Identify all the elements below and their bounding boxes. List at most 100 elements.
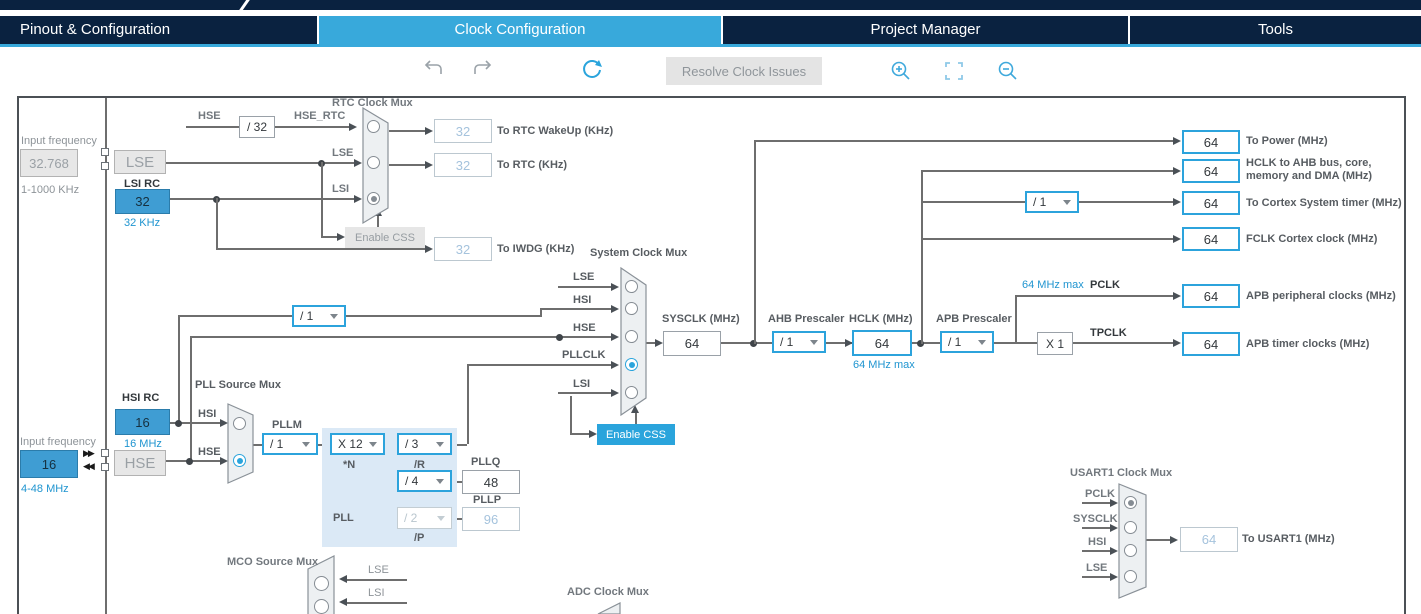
pll-q-dropdown[interactable]: / 4 bbox=[397, 470, 452, 492]
arrowhead bbox=[1110, 547, 1118, 555]
pll-n-dropdown[interactable]: X 12 bbox=[330, 433, 385, 455]
apb-prescaler-label: APB Prescaler bbox=[936, 313, 1012, 325]
refresh-icon[interactable] bbox=[580, 58, 604, 82]
arrowhead bbox=[589, 430, 597, 438]
arrowhead bbox=[339, 575, 347, 583]
wire bbox=[178, 315, 292, 317]
mco-mux-radio-lsi[interactable] bbox=[314, 599, 329, 614]
sys-mux-radio-lsi[interactable] bbox=[625, 386, 638, 399]
sys-mux-radio-lse[interactable] bbox=[625, 280, 638, 293]
pll-mux-radio-hsi[interactable] bbox=[233, 417, 246, 430]
tpclk-label: TPCLK bbox=[1090, 327, 1127, 339]
lse-box: LSE bbox=[114, 150, 166, 174]
rtc-mux-radio-hse-rtc[interactable] bbox=[367, 120, 380, 133]
rtc-lsi-input-label: LSI bbox=[332, 183, 350, 195]
hsi-rc-value-box[interactable]: 16 bbox=[115, 409, 170, 435]
arrowhead bbox=[611, 333, 619, 341]
fclk-value-box[interactable]: 64 bbox=[1182, 227, 1240, 251]
rail-pin bbox=[101, 449, 109, 457]
arrowhead bbox=[354, 195, 362, 203]
wire bbox=[1015, 295, 1175, 297]
rtc-label: To RTC (KHz) bbox=[497, 159, 568, 171]
arrowhead bbox=[1173, 235, 1181, 243]
bidir-arrow-left: ◀◀ bbox=[83, 461, 95, 471]
ahb-prescaler-value: / 1 bbox=[780, 335, 794, 349]
to-power-value-box[interactable]: 64 bbox=[1182, 130, 1240, 154]
hse-rtc-label: HSE_RTC bbox=[294, 110, 346, 122]
cortex-timer-value-box[interactable]: 64 bbox=[1182, 191, 1240, 215]
apb-peripheral-value-box[interactable]: 64 bbox=[1182, 284, 1240, 308]
tab-underline bbox=[0, 44, 1421, 47]
rail-pin bbox=[101, 162, 109, 170]
banner-slash bbox=[238, 0, 251, 13]
pll-r-dropdown[interactable]: / 3 bbox=[397, 433, 452, 455]
usart1-mux-radio-hsi[interactable] bbox=[1124, 544, 1137, 557]
zoom-out-icon[interactable] bbox=[997, 60, 1019, 82]
wire bbox=[1082, 502, 1112, 504]
chevron-down-icon bbox=[436, 478, 444, 484]
rtc-mux-radio-lsi[interactable] bbox=[367, 192, 380, 205]
pll-p-dropdown: / 2 bbox=[397, 507, 452, 529]
hclk-value-box[interactable]: 64 bbox=[852, 330, 912, 356]
hclk-ahb-value-box[interactable]: 64 bbox=[1182, 159, 1240, 183]
hse-input-frequency-label: Input frequency bbox=[20, 436, 96, 448]
sysclk-value-box[interactable]: 64 bbox=[663, 331, 721, 356]
sys-mux-radio-hse[interactable] bbox=[625, 330, 638, 343]
wire bbox=[186, 126, 239, 128]
pllp-label: PLLP bbox=[473, 494, 502, 506]
tab-clock-configuration[interactable]: Clock Configuration bbox=[319, 16, 721, 44]
cortex-timer-label: To Cortex System timer (MHz) bbox=[1246, 197, 1402, 209]
usart1-mux-radio-sysclk[interactable] bbox=[1124, 521, 1137, 534]
chevron-down-icon bbox=[437, 515, 445, 521]
arrowhead bbox=[611, 283, 619, 291]
apb-timer-value-box[interactable]: 64 bbox=[1182, 332, 1240, 356]
fit-to-screen-icon[interactable] bbox=[945, 62, 963, 80]
zoom-in-icon[interactable] bbox=[890, 60, 912, 82]
cortex-divider-dropdown[interactable]: / 1 bbox=[1025, 191, 1079, 213]
pllm-dropdown[interactable]: / 1 bbox=[262, 433, 318, 455]
lsi-rc-label: LSI RC bbox=[124, 178, 161, 190]
sys-enable-css-button[interactable]: Enable CSS bbox=[597, 424, 675, 445]
wire bbox=[346, 315, 540, 317]
arrowhead bbox=[1173, 167, 1181, 175]
hsi-divider-dropdown[interactable]: / 1 bbox=[292, 305, 346, 327]
chevron-down-icon bbox=[1063, 199, 1071, 205]
redo-icon[interactable] bbox=[472, 60, 492, 78]
tab-pinout-configuration[interactable]: Pinout & Configuration bbox=[0, 16, 317, 44]
apb-timer-label: APB timer clocks (MHz) bbox=[1246, 338, 1370, 350]
wire bbox=[558, 286, 614, 288]
apb-prescaler-dropdown[interactable]: / 1 bbox=[940, 331, 994, 353]
pllm-label: PLLM bbox=[272, 419, 302, 431]
chevron-down-icon bbox=[436, 441, 444, 447]
pllq-value-box[interactable]: 48 bbox=[462, 470, 520, 494]
hclk-ahb-label-line1: HCLK to AHB bus, core, bbox=[1246, 157, 1372, 169]
wire bbox=[452, 481, 462, 483]
resolve-clock-issues-button[interactable]: Resolve Clock Issues bbox=[666, 57, 822, 85]
wire bbox=[452, 518, 462, 520]
lsi-rc-value-box[interactable]: 32 bbox=[115, 189, 170, 214]
tab-project-manager[interactable]: Project Manager bbox=[723, 16, 1128, 44]
arrowhead bbox=[425, 127, 433, 135]
pll-p-label: /P bbox=[414, 532, 425, 544]
usart1-mux-radio-pclk[interactable] bbox=[1124, 496, 1137, 509]
mco-mux-radio-lse[interactable] bbox=[314, 576, 329, 591]
rtc-mux-radio-lse[interactable] bbox=[367, 156, 380, 169]
sys-mux-radio-hsi[interactable] bbox=[625, 302, 638, 315]
chevron-down-icon bbox=[810, 339, 818, 345]
undo-icon[interactable] bbox=[424, 60, 444, 78]
usart1-mux-radio-lse[interactable] bbox=[1124, 570, 1137, 583]
system-clock-mux-title: System Clock Mux bbox=[590, 247, 688, 259]
pllp-value-box: 96 bbox=[462, 507, 520, 531]
sys-mux-radio-pllclk[interactable] bbox=[625, 358, 638, 371]
arrowhead bbox=[1173, 292, 1181, 300]
sys-input-lse-label: LSE bbox=[573, 271, 595, 283]
arrowhead bbox=[655, 339, 663, 347]
wire bbox=[921, 238, 1174, 240]
ahb-prescaler-dropdown[interactable]: / 1 bbox=[772, 331, 826, 353]
hse-input-frequency-box[interactable]: 16 bbox=[20, 450, 78, 478]
pll-mux-radio-hse[interactable] bbox=[233, 454, 246, 467]
rtc-hse-label: HSE bbox=[198, 110, 221, 122]
wire bbox=[1015, 295, 1017, 344]
tab-tools[interactable]: Tools bbox=[1130, 16, 1421, 44]
usart1-pclk-label: PCLK bbox=[1085, 488, 1115, 500]
